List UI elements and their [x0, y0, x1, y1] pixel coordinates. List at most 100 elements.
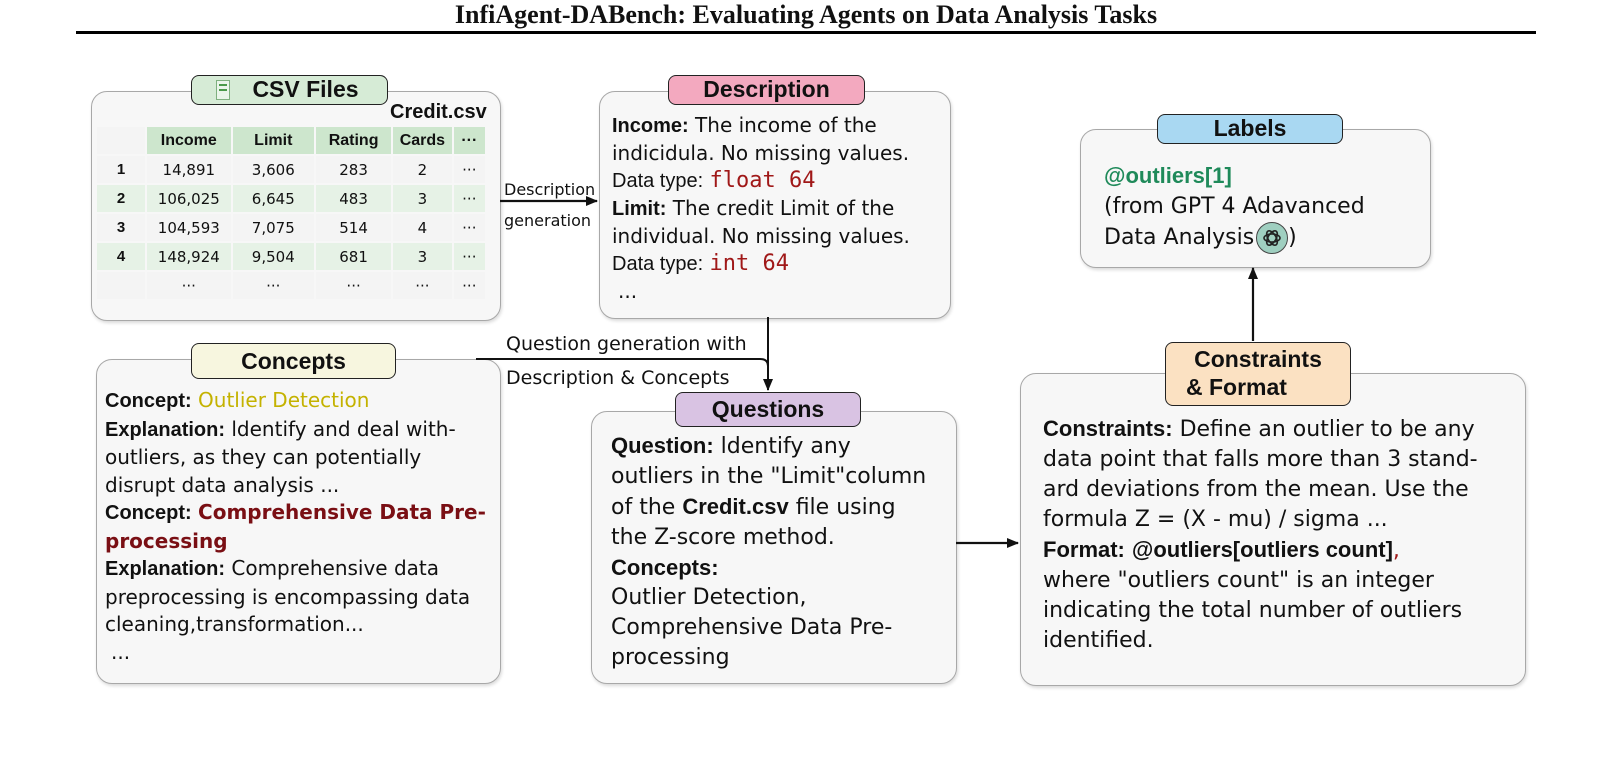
question-text-4: the Z-score method.: [611, 525, 835, 550]
explanation1-text-2: outliers, as they can potentially: [105, 445, 422, 469]
constraints-tag-line2: & Format: [1186, 374, 1287, 400]
question-filename: Credit.csv: [682, 494, 789, 519]
table-cell: [97, 272, 146, 299]
table-cell: ···: [453, 272, 485, 299]
csv-files-tag-label: CSV Files: [252, 76, 359, 102]
csv-header-limit: Limit: [232, 127, 314, 154]
table-cell: ···: [453, 214, 485, 241]
answer-source-cont: Data Analysis: [1104, 225, 1255, 250]
concepts-ellipsis: ...: [111, 639, 131, 664]
table-cell: ···: [453, 243, 485, 270]
constraints-content: Constraints: Define an outlier to be any…: [1043, 414, 1523, 656]
table-cell: 3,606: [232, 156, 314, 183]
limit-dtype: int 64: [709, 251, 790, 276]
question-concepts-2: Comprehensive Data Pre-: [611, 615, 893, 640]
title-rule: [76, 31, 1536, 34]
labels-content: @outliers[1] (from GPT 4 Adavanced Data …: [1104, 160, 1424, 254]
table-row: 2 106,025 6,645 483 3 ···: [97, 185, 485, 212]
concept1-value: Outlier Detection: [198, 388, 370, 412]
questions-panel: [591, 411, 957, 684]
table-cell: 6,645: [232, 185, 314, 212]
answer-source: (from GPT 4 Adavanced: [1104, 194, 1365, 219]
income-dtype-label: Data type:: [612, 170, 704, 192]
page-title: InfiAgent-DABench: Evaluating Agents on …: [454, 0, 1158, 29]
format-comma: ,: [1392, 538, 1400, 563]
explanation1-text-3: disrupt data analysis ...: [105, 472, 340, 497]
arrow-concepts-to-questions: [476, 358, 769, 367]
table-cell: 14,891: [147, 156, 231, 183]
income-dtype: float 64: [709, 168, 816, 193]
table-cell: 104,593: [147, 214, 231, 241]
explanation2-key: Explanation:: [105, 558, 226, 580]
constraints-tag-line1: Constraints: [1194, 346, 1322, 372]
table-cell: ···: [316, 272, 392, 299]
question-text-3a: of the: [611, 495, 676, 520]
question-concepts-key: Concepts:: [611, 555, 719, 580]
table-cell: ···: [453, 185, 485, 212]
csv-filename: Credit.csv: [390, 101, 487, 123]
concept2-value: Comprehensive Data Pre-: [198, 500, 486, 524]
openai-logo-icon: [1256, 222, 1289, 254]
format-text-2: where "outliers count" is an integer: [1043, 568, 1434, 593]
concepts-panel: [96, 359, 501, 684]
table-cell: ···: [393, 272, 452, 299]
labels-tag: Labels: [1157, 114, 1343, 144]
table-row: ··· ··· ··· ··· ···: [97, 272, 485, 299]
limit-text: The credit Limit of the: [672, 196, 895, 220]
table-row: 4 148,924 9,504 681 3 ···: [97, 243, 485, 270]
concept2-value-2: processing: [105, 528, 228, 553]
csv-header-more: ···: [453, 127, 485, 154]
edge-label-description-generation: Description generation: [504, 174, 595, 236]
csv-header-index: [97, 127, 146, 154]
table-cell: 148,924: [147, 243, 231, 270]
questions-content: Question: ldentify any outliers in the "…: [611, 431, 956, 673]
format-value: @outliers[outliers count]: [1131, 537, 1393, 562]
table-cell: 514: [316, 214, 392, 241]
format-text-3: indicating the total number of outliers: [1043, 598, 1463, 623]
edge-label-line: generation: [504, 211, 592, 230]
question-concepts-1: Outlier Detection,: [611, 585, 807, 610]
concept1-key: Concept:: [105, 390, 192, 412]
csv-table: Income Limit Rating Cards ··· 1 14,891 3…: [95, 125, 487, 301]
edge-label-line: Description & Concepts: [506, 367, 730, 389]
questions-tag: Questions: [675, 392, 861, 427]
income-key: Income:: [612, 115, 689, 137]
description-content: Income: The income of the indicidula. No…: [612, 112, 947, 305]
table-cell: 9,504: [232, 243, 314, 270]
explanation1-key: Explanation:: [105, 418, 226, 441]
constraints-text-3: ard deviations from the mean. Use the: [1043, 477, 1469, 502]
question-concepts-3: processing: [611, 645, 730, 670]
table-cell: 3: [97, 214, 146, 241]
table-cell: ···: [453, 156, 485, 183]
table-cell: 3: [393, 185, 452, 212]
table-cell: ···: [232, 272, 314, 299]
table-row: 3 104,593 7,075 514 4 ···: [97, 214, 485, 241]
answer-source-close: ): [1288, 225, 1297, 250]
description-panel: [599, 91, 951, 319]
constraints-key: Constraints:: [1043, 416, 1173, 441]
csv-header-income: Income: [147, 127, 231, 154]
format-key: Format:: [1043, 537, 1125, 562]
csv-files-tag: CSV Files: [191, 75, 388, 105]
income-text: The income of the: [695, 113, 877, 137]
table-cell: 283: [316, 156, 392, 183]
table-cell: ···: [147, 272, 231, 299]
constraints-text-2: data point that falls more than 3 stand-: [1043, 447, 1478, 472]
table-cell: 4: [97, 243, 146, 270]
question-text-2: outliers in the "Limit"column: [611, 464, 927, 489]
table-cell: 2: [393, 156, 452, 183]
table-cell: 3: [393, 243, 452, 270]
concepts-tag: Concepts: [191, 343, 396, 379]
table-row: 1 14,891 3,606 283 2 ···: [97, 156, 485, 183]
table-cell: 7,075: [232, 214, 314, 241]
concept2-key: Concept:: [105, 502, 192, 524]
table-cell: 1: [97, 156, 146, 183]
answer-label: @outliers[1]: [1104, 163, 1232, 188]
explanation2-text-2: preprocessing is encompassing data: [105, 584, 471, 609]
edge-label-line: Question generation with: [506, 333, 747, 355]
concepts-content: Concept: Outlier Detection Explanation: …: [105, 387, 500, 666]
limit-text-cont: individual. No missing values.: [612, 224, 910, 248]
table-cell: 4: [393, 214, 452, 241]
spreadsheet-icon: [216, 80, 230, 100]
